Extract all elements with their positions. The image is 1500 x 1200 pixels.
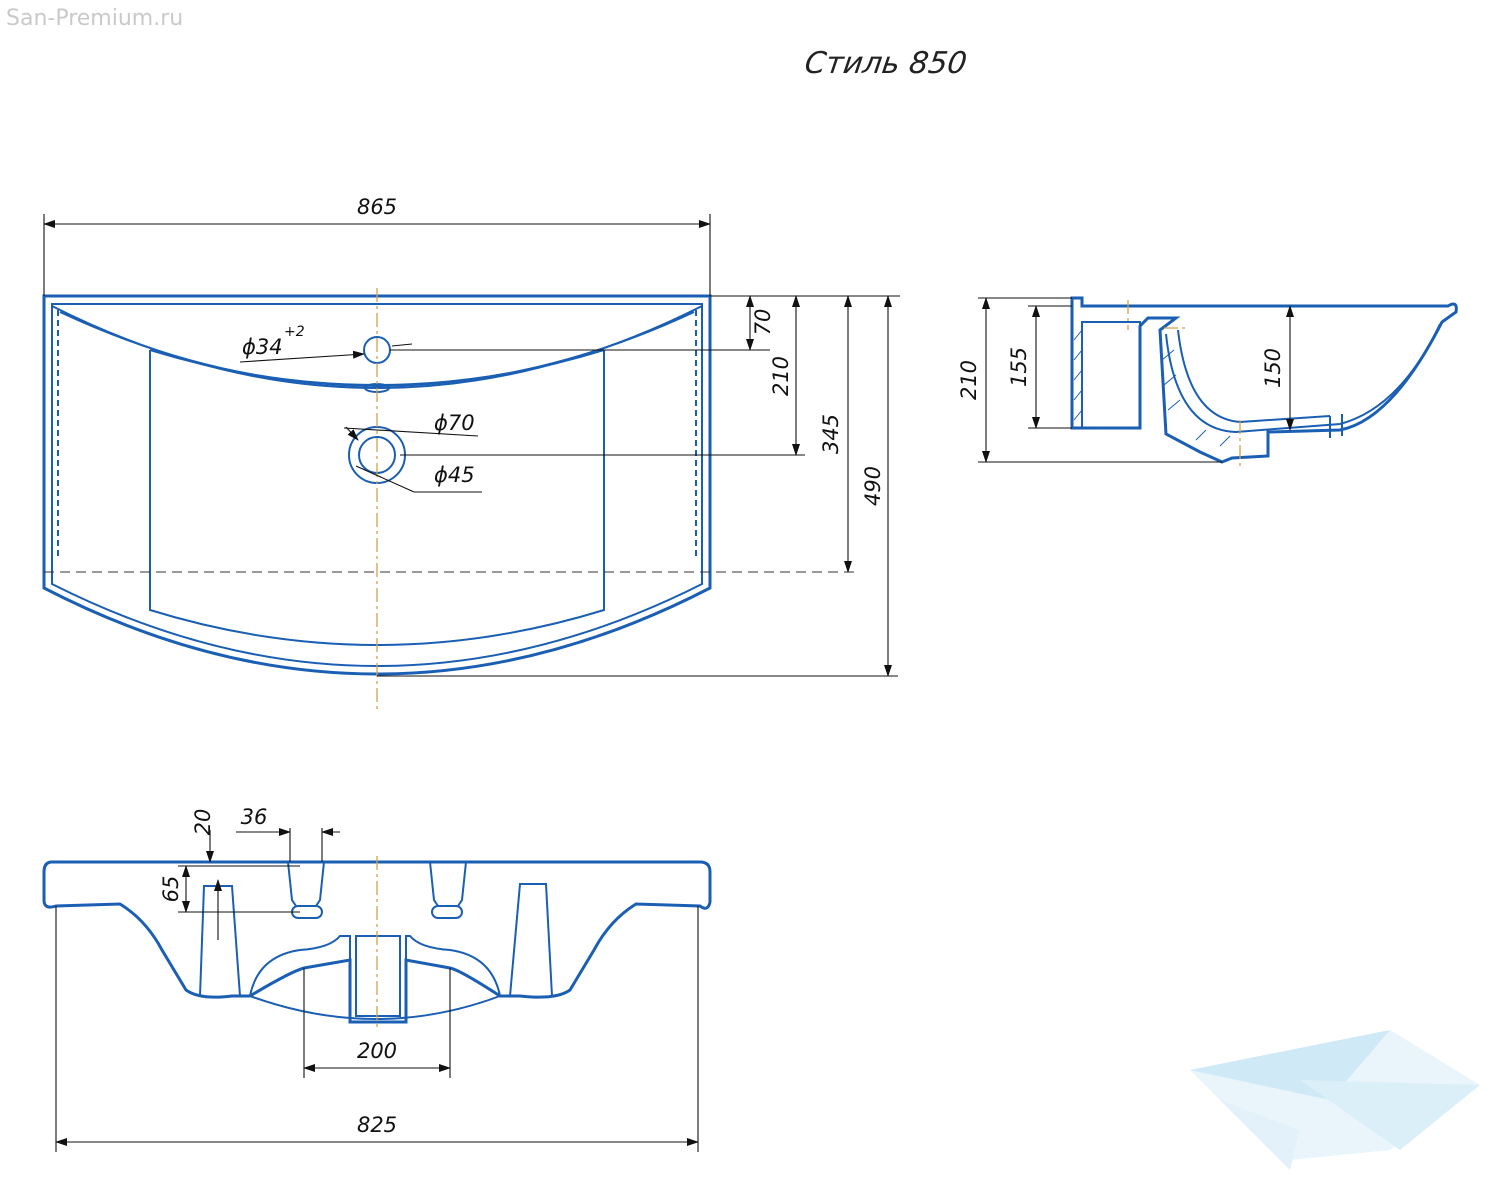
side-profile xyxy=(1070,296,1458,464)
dim-phi34: ϕ34 xyxy=(242,335,283,359)
dim-phi70: ϕ70 xyxy=(434,411,475,435)
bathtub-logo-icon xyxy=(1190,1030,1480,1170)
dim-side-210: 210 xyxy=(957,360,981,400)
dim-210: 210 xyxy=(769,356,793,396)
dim-side-150: 150 xyxy=(1261,348,1285,388)
dim-front-65: 65 xyxy=(159,876,183,903)
dim-front-825: 825 xyxy=(357,1113,397,1137)
front-profile xyxy=(42,860,712,1024)
dim-side-155: 155 xyxy=(1007,347,1031,387)
dim-phi45: ϕ45 xyxy=(434,463,475,487)
front-view: 20 36 65 200 825 xyxy=(42,805,712,1152)
dim-front-36: 36 xyxy=(241,805,268,829)
dim-70: 70 xyxy=(751,309,775,336)
side-view: 210 155 150 xyxy=(957,296,1458,468)
dim-front-20: 20 xyxy=(191,809,215,836)
dim-front-200: 200 xyxy=(357,1039,397,1063)
dim-345: 345 xyxy=(819,414,843,454)
basin-outline xyxy=(42,294,712,676)
mount-hole-right xyxy=(431,905,463,919)
basin-inner-outline xyxy=(51,303,703,667)
dim-phi34-tol: +2 xyxy=(284,324,305,340)
dim-865: 865 xyxy=(357,195,397,219)
watermark-text: San-Premium.ru xyxy=(6,6,184,31)
top-view: 865 70 210 345 490 ϕ34 +2 ϕ70 ϕ45 xyxy=(42,195,900,712)
dim-490: 490 xyxy=(861,466,885,506)
